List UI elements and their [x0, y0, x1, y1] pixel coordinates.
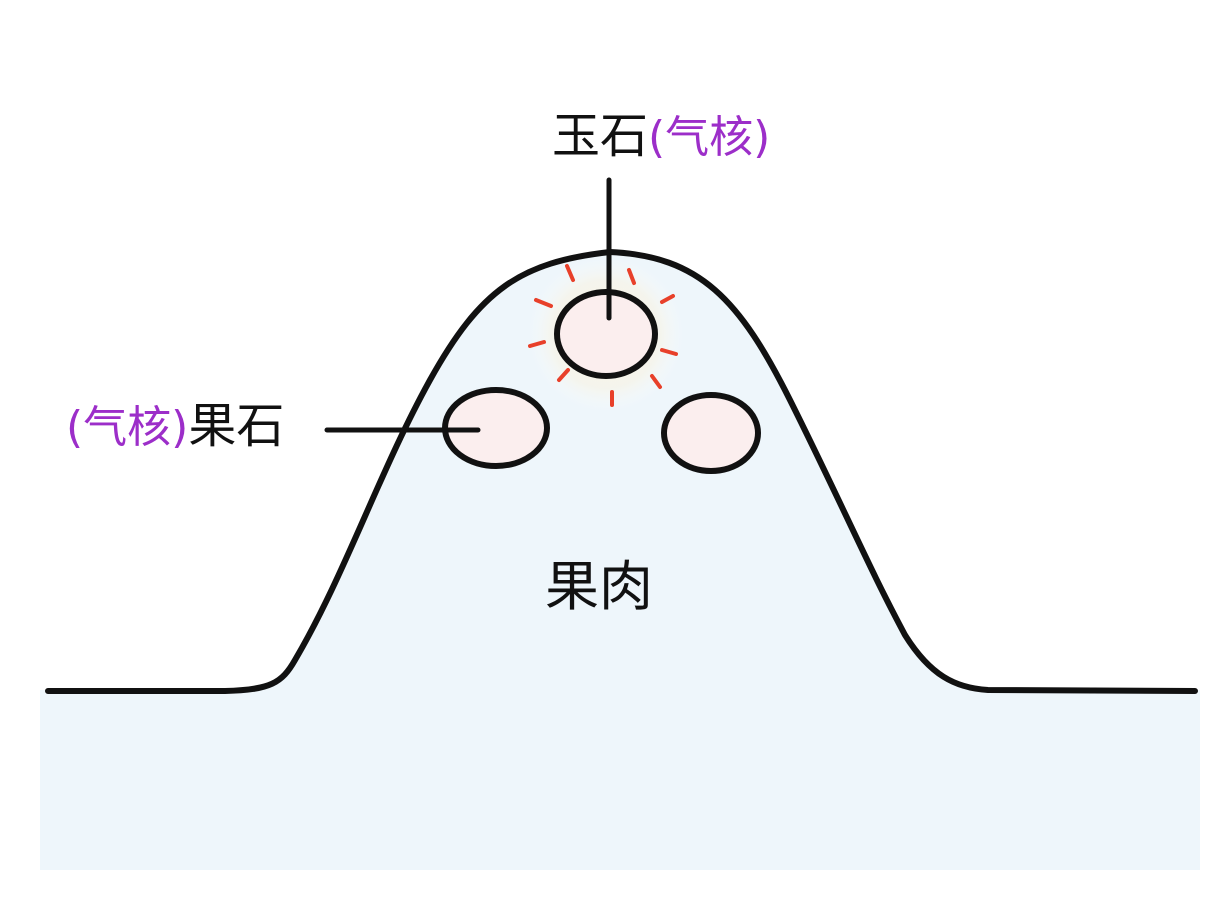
label-fruit-stone-name: 果石: [188, 398, 285, 454]
jade-stone: [554, 289, 658, 379]
label-jade-stone-name: 玉石: [552, 108, 649, 164]
label-fruit-stone: (气核)果石: [66, 402, 284, 450]
label-fruit-flesh: 果肉: [545, 555, 653, 618]
glow-marks: [528, 264, 678, 407]
label-fruit-stone-note: (气核): [66, 402, 189, 453]
label-jade-stone-note: (气核): [648, 112, 771, 163]
fruit-stone-right: [661, 392, 761, 474]
label-jade-stone: 玉石(气核): [552, 112, 770, 160]
fruit-body: [48, 252, 1195, 870]
